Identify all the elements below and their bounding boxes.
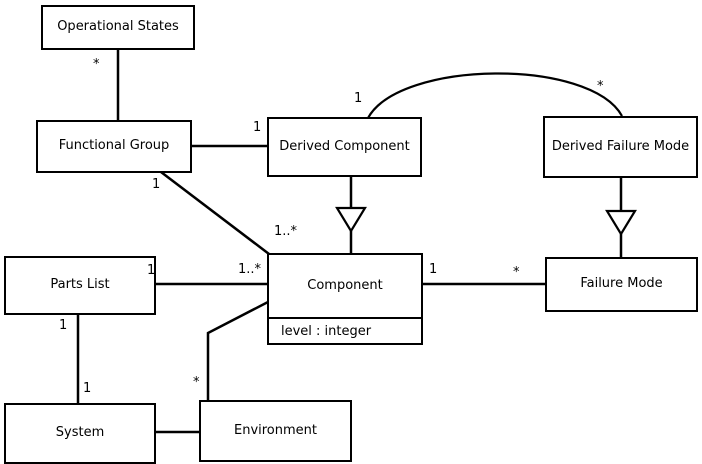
class-box-operational-states[interactable]: Operational States xyxy=(41,5,195,50)
class-name-component: Component xyxy=(307,277,383,293)
class-box-derived-failure-mode[interactable]: Derived Failure Mode xyxy=(543,116,698,178)
multiplicity-system-parts-list: 1 xyxy=(83,381,92,396)
class-box-derived-component[interactable]: Derived Component xyxy=(267,117,422,177)
multiplicity-functional-group-component: 1 xyxy=(152,177,161,192)
class-name-environment: Environment xyxy=(233,422,317,438)
class-name-derived-component: Derived Component xyxy=(279,138,410,154)
class-attribute-component-level: level : integer xyxy=(269,317,421,343)
class-box-failure-mode[interactable]: Failure Mode xyxy=(545,257,698,312)
class-box-parts-list[interactable]: Parts List xyxy=(4,256,156,315)
multiplicity-component-functional-group: 1..* xyxy=(274,224,298,239)
multiplicity-parts-list-system: 1 xyxy=(59,318,68,333)
multiplicity-derived-failure-mode-derived-component: * xyxy=(597,79,604,94)
generalization-triangle-failure-mode xyxy=(605,209,637,237)
class-box-environment[interactable]: Environment xyxy=(199,400,352,462)
class-name-parts-list: Parts List xyxy=(50,277,110,293)
class-name-derived-failure-mode: Derived Failure Mode xyxy=(551,138,690,154)
class-name-system: System xyxy=(55,425,105,441)
class-name-failure-mode: Failure Mode xyxy=(580,276,663,292)
edge-derived-component-derived-failure-mode xyxy=(367,72,623,119)
class-box-component[interactable]: Component level : integer xyxy=(267,253,423,345)
edge-functional-group-component xyxy=(160,171,270,255)
multiplicity-failure-mode-component: * xyxy=(513,265,520,280)
multiplicity-derived-component-derived-failure-mode: 1 xyxy=(354,91,363,106)
class-name-functional-group: Functional Group xyxy=(58,138,170,154)
multiplicity-component-parts-list: 1..* xyxy=(238,262,262,277)
multiplicity-operational-states-functional-group: * xyxy=(93,57,100,72)
multiplicity-component-failure-mode: 1 xyxy=(429,262,438,277)
class-box-functional-group[interactable]: Functional Group xyxy=(36,120,192,173)
multiplicity-environment-component: * xyxy=(193,375,200,390)
class-box-system[interactable]: System xyxy=(4,403,156,464)
multiplicity-parts-list-component: 1 xyxy=(147,263,156,278)
edge-environment-component xyxy=(206,300,269,400)
generalization-triangle-component xyxy=(335,206,367,234)
class-name-operational-states: Operational States xyxy=(57,19,179,35)
multiplicity-functional-group-derived-component: 1 xyxy=(253,120,262,135)
